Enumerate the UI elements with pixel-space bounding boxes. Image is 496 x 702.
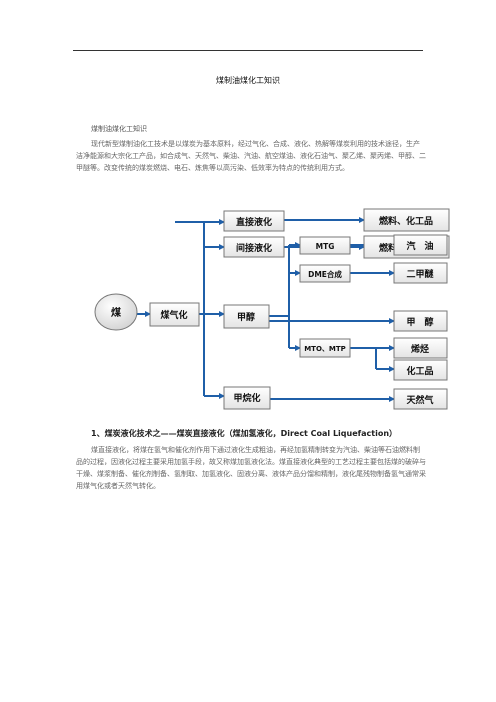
header-rule (73, 50, 423, 51)
node-dme: 二甲醚 (393, 262, 448, 284)
doc-subhead: 煤制油煤化工知识 (91, 125, 147, 133)
node-indirect-liquefaction: 间接液化 (223, 236, 285, 258)
node-chemicals-label: 化工品 (406, 365, 433, 377)
node-mtg: MTG (299, 236, 351, 255)
node-mto-mtp-label: MTO、MTP (304, 345, 346, 353)
node-dme-label: 二甲醚 (406, 268, 433, 280)
node-coal: 煤 (94, 293, 138, 331)
node-natural-gas-label: 天然气 (406, 394, 433, 406)
node-gasification-label: 煤气化 (160, 309, 187, 321)
node-methanol-label: 甲醇 (237, 311, 255, 323)
node-gasoline: 汽 油 (393, 234, 448, 256)
section-1-body: 煤直接液化，将煤在氢气和催化剂作用下通过液化生成粗油，再经加氢精制转变为汽油、柴… (76, 446, 426, 490)
node-dme-synthesis-label: DME合成 (308, 269, 342, 279)
node-methanation: 甲烷化 (223, 386, 271, 410)
page-title: 煤制油煤化工知识 (216, 76, 280, 85)
node-olefins: 烯烃 (393, 337, 448, 359)
node-dme-synthesis: DME合成 (299, 264, 351, 283)
node-gasoline-label: 汽 油 (406, 240, 433, 252)
node-chemicals: 化工品 (393, 359, 448, 381)
node-methanol: 甲醇 (223, 304, 270, 329)
node-methanol-product: 甲 醇 (393, 310, 448, 332)
node-olefins-label: 烯烃 (411, 343, 429, 355)
node-indirect-liquefaction-label: 间接液化 (236, 242, 272, 254)
node-methanation-label: 甲烷化 (233, 392, 260, 404)
node-fuel-chem-1-label: 燃料、化工品 (379, 215, 433, 227)
node-natural-gas: 天然气 (393, 388, 448, 410)
node-methanol-product-label: 甲 醇 (406, 316, 433, 328)
node-direct-liquefaction: 直接液化 (223, 210, 285, 232)
node-gasification: 煤气化 (149, 302, 200, 327)
node-direct-liquefaction-label: 直接液化 (236, 216, 272, 228)
node-mtg-label: MTG (316, 242, 335, 251)
node-coal-label: 煤 (111, 306, 121, 319)
intro-paragraph: 现代新型煤制油化工技术是以煤炭为基本原料，经过气化、合成、液化、热解等煤炭利用的… (76, 140, 426, 172)
node-mto-mtp: MTO、MTP (299, 338, 351, 358)
node-fuel-chem-1: 燃料、化工品 (363, 208, 450, 232)
section-1-heading: 1、煤炭液化技术之——煤炭直接液化（煤加氢液化，Direct Coal Liqu… (91, 429, 398, 438)
